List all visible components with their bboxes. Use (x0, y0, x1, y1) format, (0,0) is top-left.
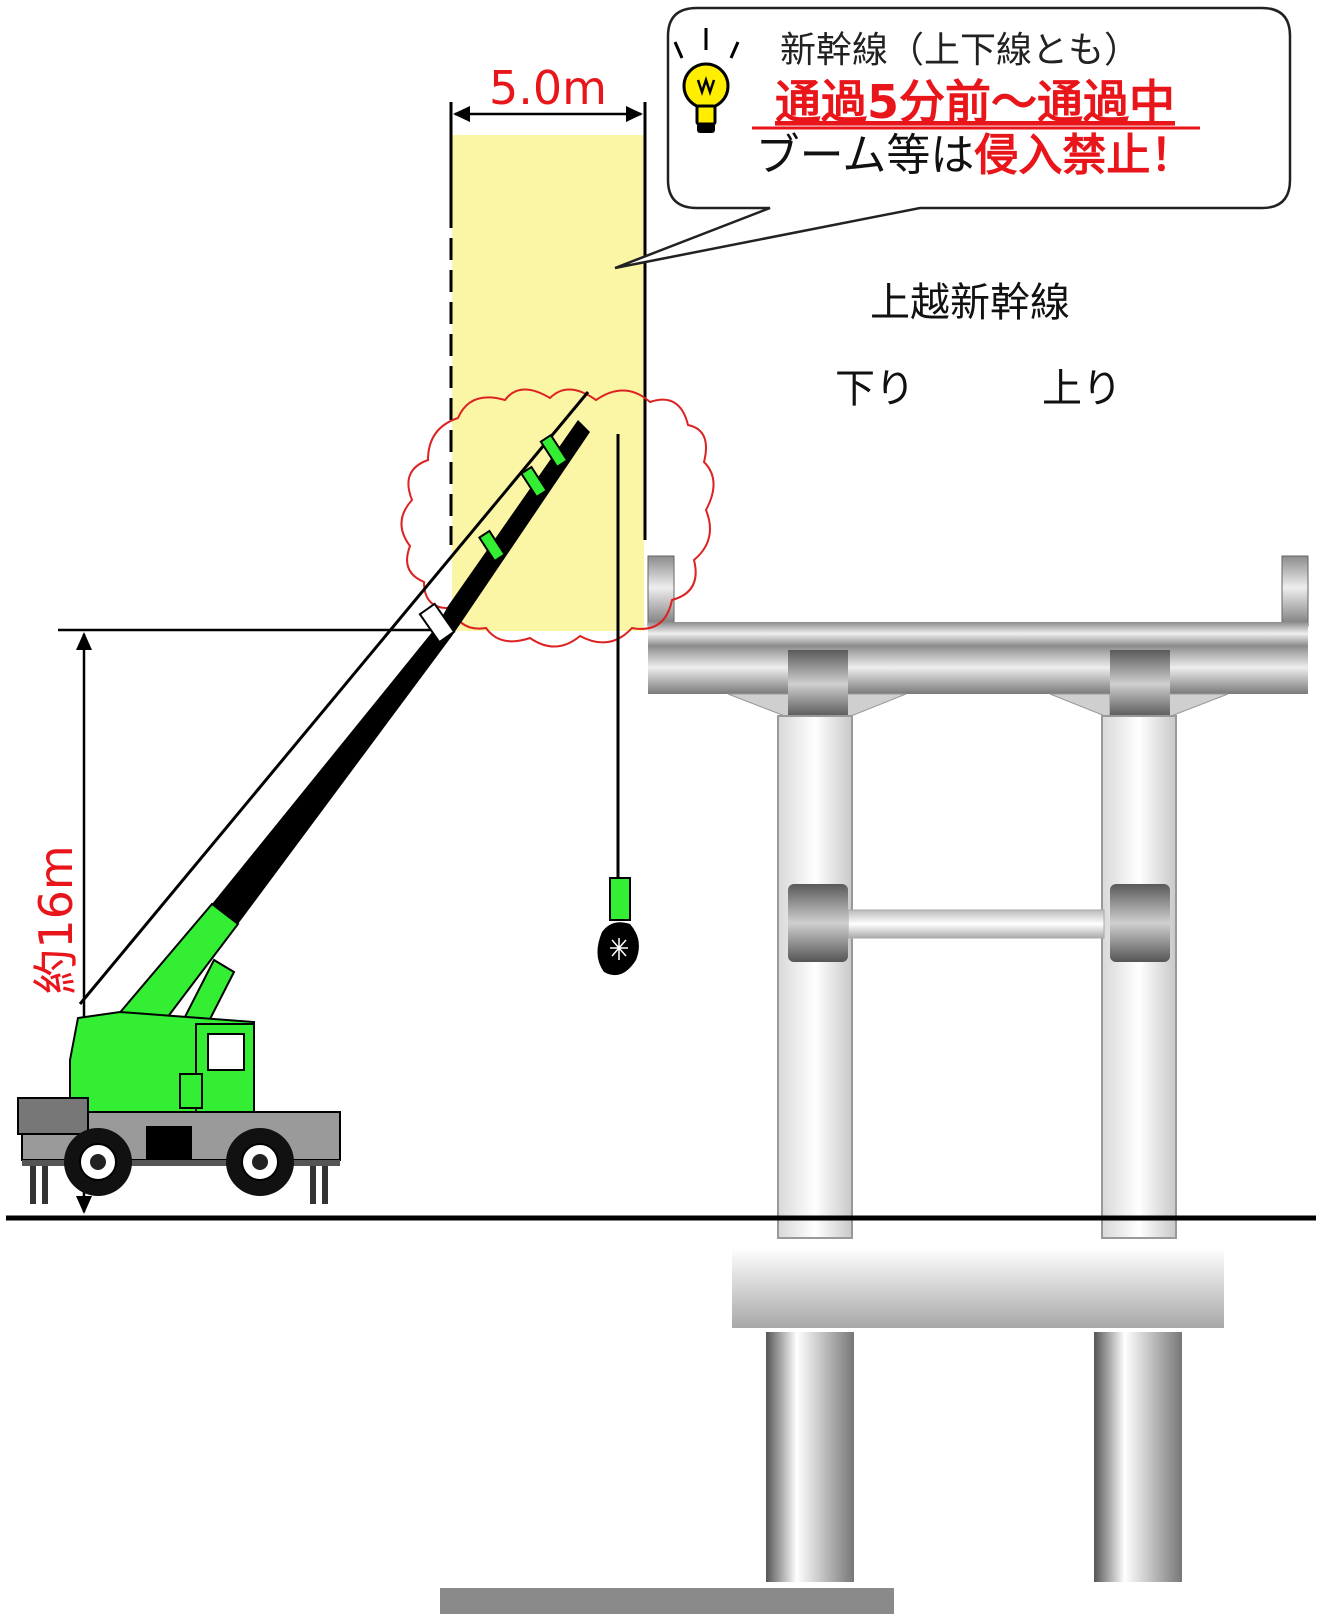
tie-beam (847, 909, 1105, 939)
hook-ball-mark (610, 938, 628, 960)
wheel-front (64, 1128, 132, 1196)
carrier-rear (17, 1097, 89, 1135)
wheel-rear (226, 1128, 294, 1196)
carrier-engine (146, 1126, 192, 1160)
parapet-left (647, 555, 675, 627)
track-up-label: 上り (1042, 366, 1122, 412)
light-bulb-icon (673, 28, 740, 133)
railway-title: 上越新幹線 (870, 280, 1070, 326)
haunch-right-a (1049, 693, 1111, 719)
outrigger-front-b (42, 1160, 48, 1204)
beam-cap-left (788, 650, 848, 718)
callout-line-3-prefix: ブーム等は (756, 130, 975, 181)
viaduct (647, 555, 1309, 1582)
boom-band-2 (519, 465, 549, 499)
footing (732, 1248, 1224, 1328)
tie-cap-left (788, 884, 848, 962)
cab-window (207, 1033, 245, 1071)
boom-collar (418, 602, 456, 644)
outrigger-bar (22, 1160, 340, 1166)
outrigger-rear-a (310, 1160, 316, 1204)
width-arrow-right (626, 106, 643, 122)
callout-line-3: ブーム等は侵入禁止！ (756, 130, 1195, 181)
width-label: 5.0m (489, 61, 607, 115)
parapet-right (1281, 555, 1309, 627)
crane-pendant-rope (78, 391, 590, 1005)
height-label: 約16m (29, 845, 83, 994)
haunch-left-b (845, 693, 907, 719)
pier-left (777, 715, 853, 1239)
width-arrow-left (453, 106, 470, 122)
bottom-grey-block (440, 1588, 894, 1614)
deck-slab (648, 622, 1308, 648)
boom-upper (212, 420, 590, 924)
beam-cap-right (1110, 650, 1170, 718)
outrigger-rear-b (322, 1160, 328, 1204)
callout-line-3-emphasis: 侵入禁止！ (973, 130, 1194, 181)
pile-right (1094, 1332, 1182, 1582)
outrigger-front-a (30, 1160, 36, 1204)
cab-door (179, 1073, 203, 1109)
haunch-right-b (1165, 693, 1229, 719)
pier-right (1101, 715, 1177, 1239)
pile-left (766, 1332, 854, 1582)
callout-line-1: 新幹線（上下線とも） (780, 30, 1140, 71)
height-arrow-bottom (76, 1196, 92, 1214)
callout-bubble (614, 6, 1292, 270)
boom-band-1 (539, 433, 569, 469)
cross-beam (648, 646, 1308, 694)
boom-tip-cloud (400, 388, 715, 648)
boom-band-3 (477, 529, 507, 563)
height-arrow-top (76, 632, 92, 650)
crane (17, 388, 715, 1204)
tie-cap-right (1110, 884, 1170, 962)
track-down-label: 下り (835, 366, 915, 412)
hook-block (609, 877, 631, 921)
haunch-left-a (727, 693, 791, 719)
callout-line-2: 通過5分前～通過中 (775, 75, 1175, 129)
restricted-zone (452, 135, 644, 631)
